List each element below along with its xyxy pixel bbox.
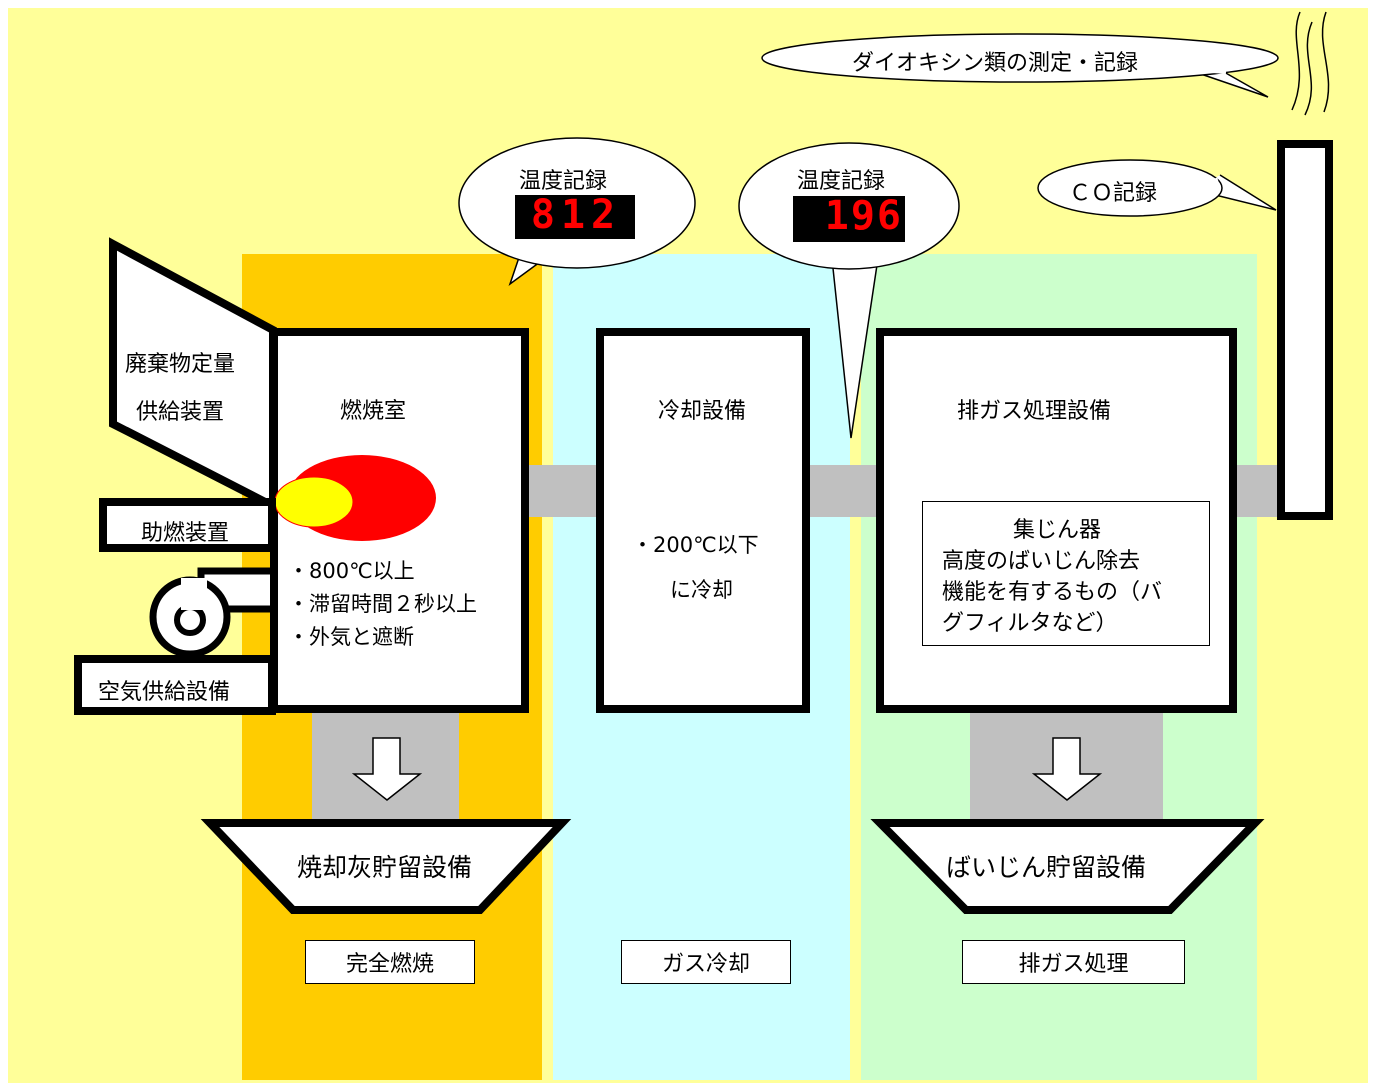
combustion-condition-3: ・外気と遮断: [288, 625, 414, 649]
cooling-condition-1: ・200℃以下: [632, 533, 759, 557]
duct-cooling-to-exhaust: [806, 465, 881, 517]
zone-label-combustion: 完全燃焼: [305, 940, 475, 984]
air-supply: [74, 655, 276, 715]
collector-line-2: 高度のばいじん除去: [942, 549, 1141, 574]
temp2-value: 196: [824, 193, 903, 239]
ash-storage-label: 焼却灰貯留設備: [297, 853, 473, 882]
dust-drop-arrow-icon: [1031, 737, 1103, 801]
ash-drop-arrow-icon: [351, 737, 423, 801]
temp1-display: [515, 195, 635, 239]
combustion-condition-2: ・滞留時間２秒以上: [288, 592, 477, 616]
collector-line-4: グフィルタなど）: [942, 611, 1118, 636]
flame-icon: [274, 455, 436, 541]
smoke-icon: [1291, 11, 1330, 116]
duct-combustion-to-cooling: [524, 465, 600, 517]
air-fan-rotor: [174, 604, 206, 636]
cooling-unit-label: 冷却設備: [658, 399, 747, 424]
callout-temp2-tail: [829, 239, 881, 439]
stack: [1277, 140, 1333, 520]
feeder-label-line1: 廃棄物定量: [125, 352, 236, 377]
air-supply-label: 空気供給設備: [98, 680, 231, 705]
duct-exhaust-to-stack: [1233, 465, 1283, 517]
callout-dioxin-ellipse: [761, 33, 1279, 83]
aux-burner-label: 助燃装置: [141, 521, 230, 546]
zone-label-cooling: ガス冷却: [621, 940, 791, 984]
dust-collector: [922, 501, 1210, 646]
cooling-condition-2: に冷却: [670, 578, 733, 602]
temp2-display: [793, 196, 905, 242]
cooling-unit: [596, 328, 810, 713]
collector-line-3: 機能を有するもの（バ: [942, 580, 1163, 605]
callout-co-text: ＣＯ記録: [1069, 181, 1158, 206]
callout-dioxin-text: ダイオキシン類の測定・記録: [852, 51, 1139, 76]
zone-label-exhaust: 排ガス処理: [962, 940, 1185, 984]
ash-storage-hopper: [200, 819, 572, 914]
dust-storage-label: ばいじん貯留設備: [946, 853, 1147, 882]
callout-temp2-label: 温度記録: [797, 169, 886, 194]
exhaust-unit-label: 排ガス処理設備: [957, 399, 1112, 424]
feeder-label-line2: 供給装置: [136, 400, 225, 425]
aux-burner: [99, 498, 276, 552]
dust-storage-hopper: [870, 819, 1265, 914]
callout-co-ellipse: [1037, 159, 1223, 217]
combustion-condition-1: ・800℃以上: [288, 559, 415, 583]
callout-temp1-label: 温度記録: [519, 169, 608, 194]
callout-dioxin-bubble: [1194, 71, 1269, 98]
temp1-value: 812: [530, 192, 622, 238]
collector-line-1: 集じん器: [1013, 518, 1102, 543]
combustion-chamber-label: 燃焼室: [340, 399, 407, 424]
